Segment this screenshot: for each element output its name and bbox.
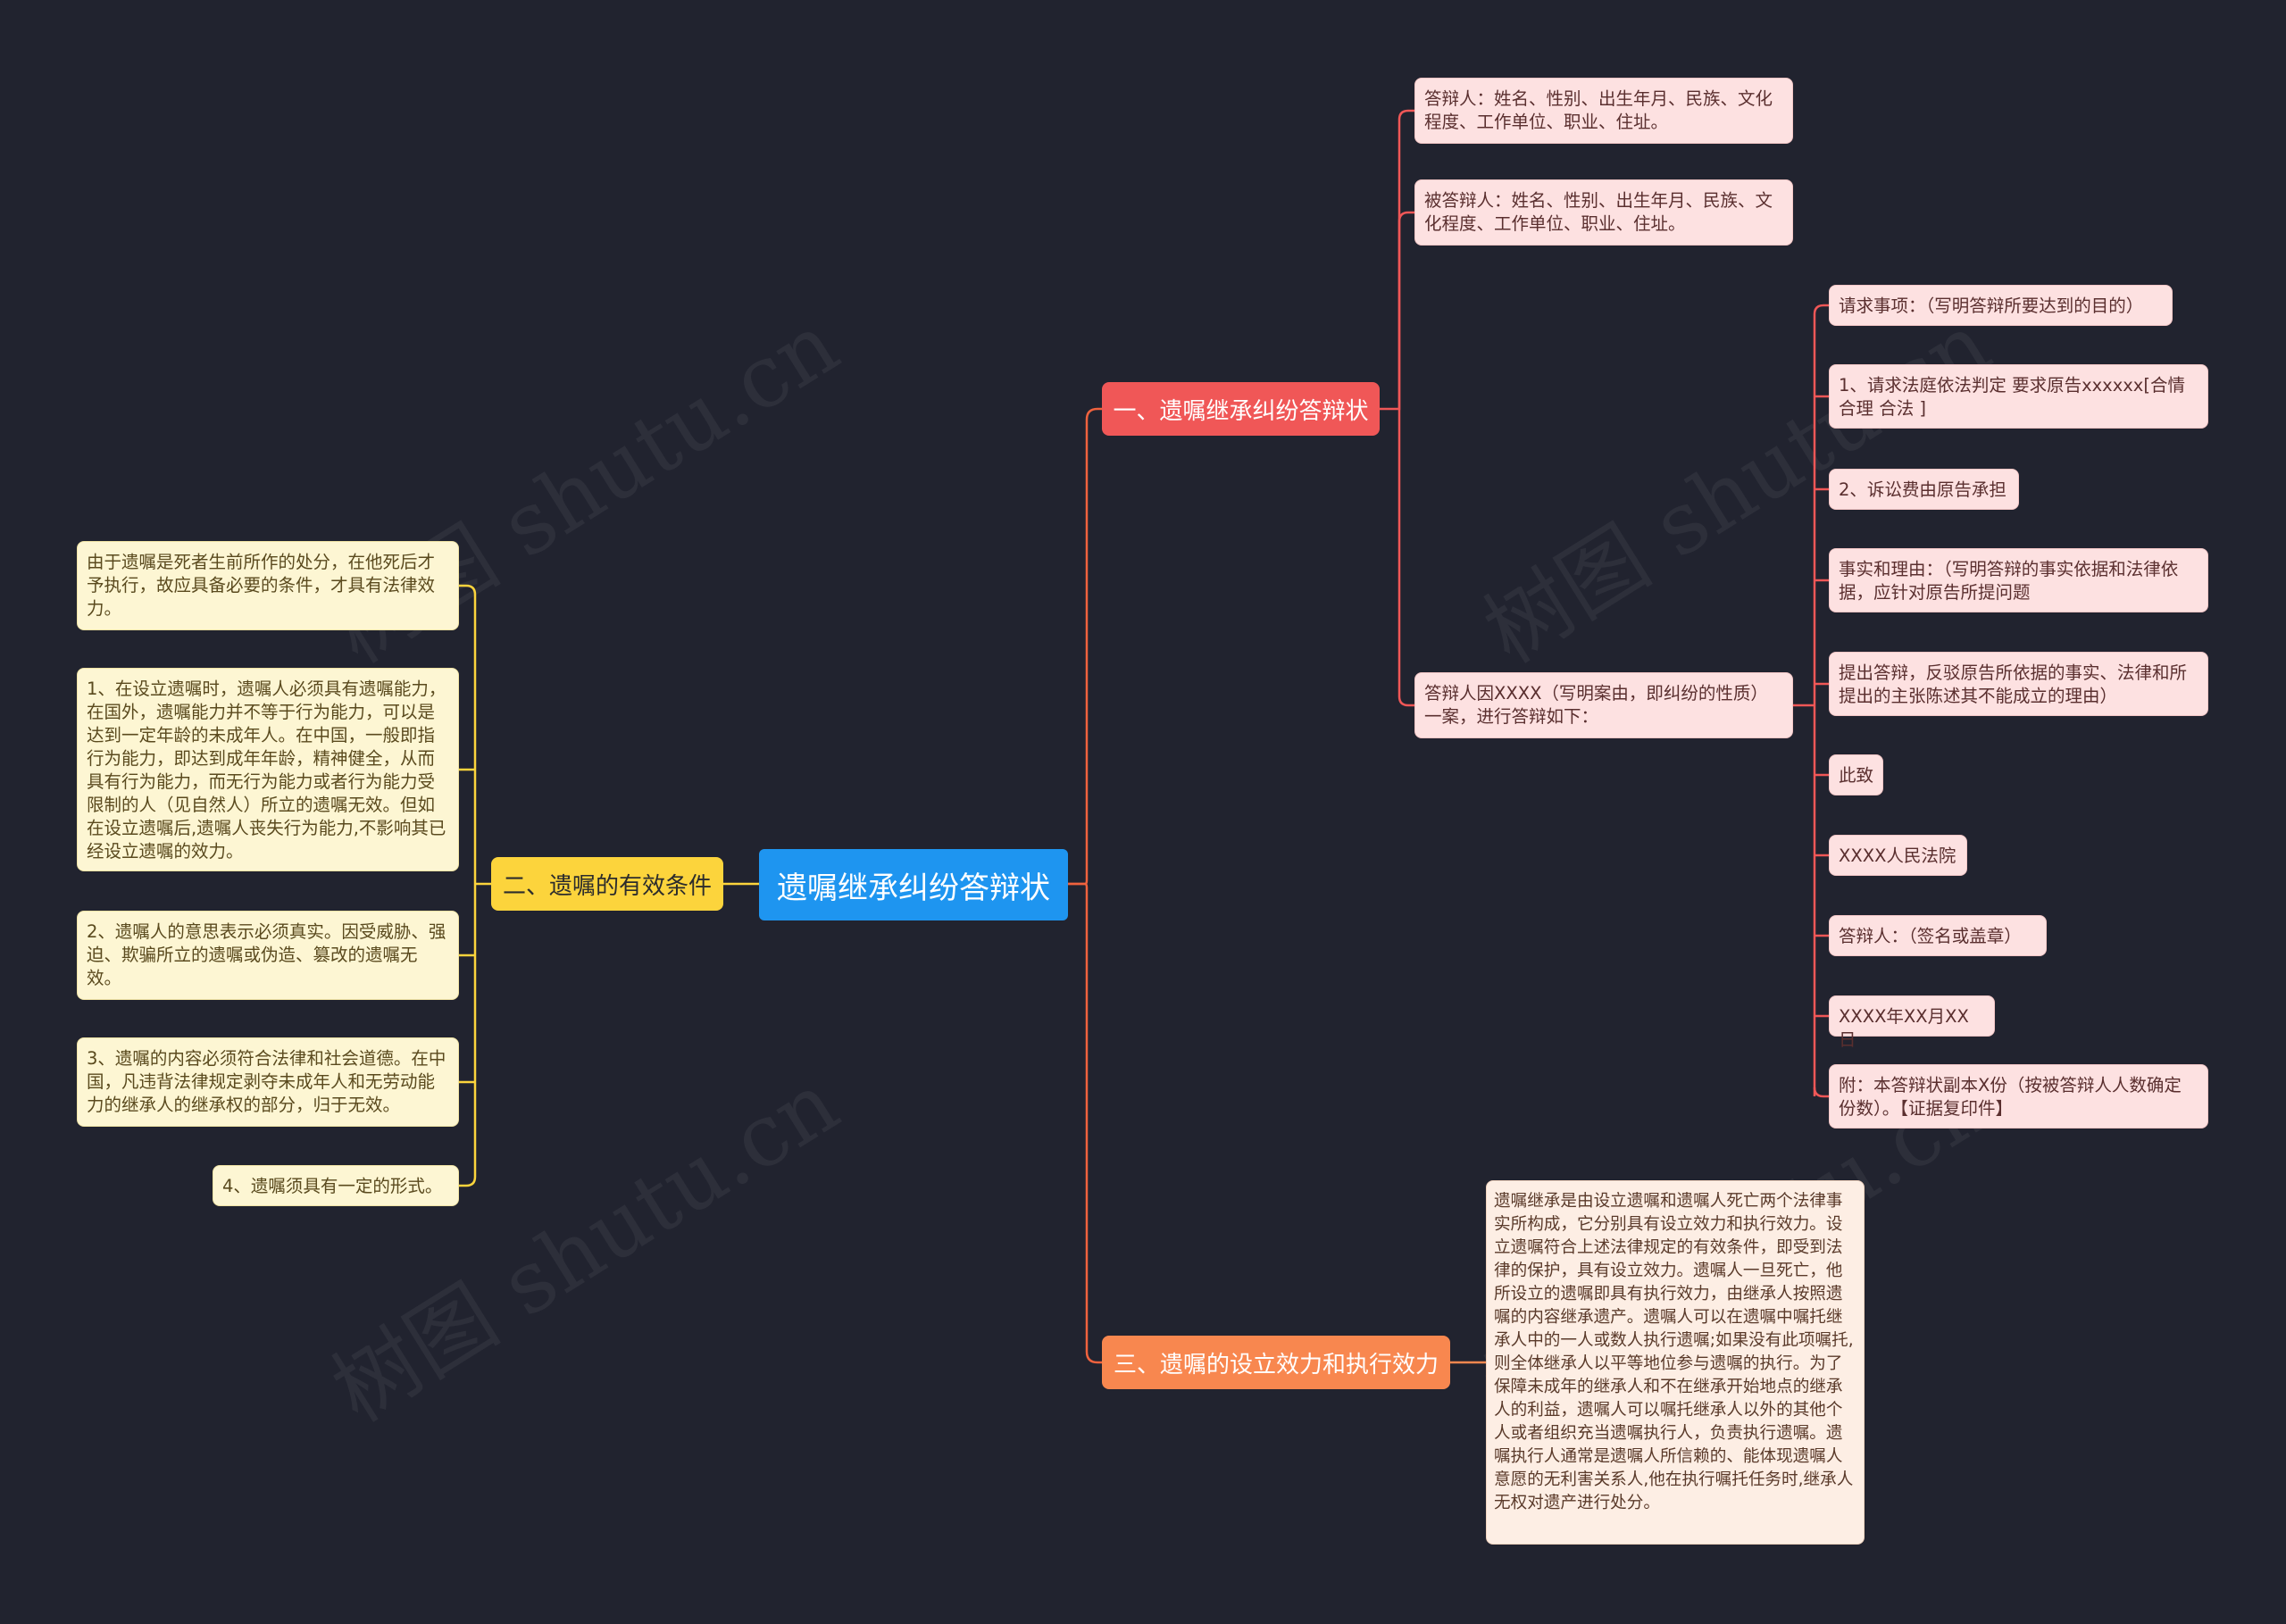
root-topic[interactable]: 遗嘱继承纠纷答辩状 — [759, 849, 1068, 920]
sub-item-2[interactable]: 1、请求法庭依法判定 要求原告xxxxxx[合情合理 合法 ] — [1829, 364, 2208, 429]
sub-item-1[interactable]: 请求事项：（写明答辩所要达到的目的） — [1829, 285, 2173, 326]
branch-1-item-3[interactable]: 答辩人因XXXX（写明案由，即纠纷的性质）一案，进行答辩如下： — [1414, 672, 1793, 738]
link-branch1-item3 — [1397, 409, 1414, 707]
sub-item-7[interactable]: XXXX人民法院 — [1829, 835, 1967, 876]
sub-item-8[interactable]: 答辩人：（签名或盖章） — [1829, 915, 2047, 956]
sub-item-3[interactable]: 2、诉讼费由原告承担 — [1829, 469, 2019, 510]
branch-2-item-4[interactable]: 3、遗嘱的内容必须符合法律和社会道德。在中国，凡违背法律规定剥夺未成年人和无劳动… — [77, 1037, 459, 1127]
branch-1-item-2[interactable]: 被答辩人：姓名、性别、出生年月、民族、文化程度、工作单位、职业、住址。 — [1414, 179, 1793, 246]
branch-2-item-5[interactable]: 4、遗嘱须具有一定的形式。 — [213, 1165, 459, 1206]
link-branch2-item5 — [459, 1176, 477, 1187]
link-root-branch1 — [1068, 407, 1102, 886]
sub-item-9[interactable]: XXXX年XX月XX日 — [1829, 995, 1995, 1050]
branch-2-item-2[interactable]: 1、在设立遗嘱时，遗嘱人必须具有遗嘱能力，在国外，遗嘱能力并不等于行为能力，可以… — [77, 668, 459, 871]
link-sub-10 — [1813, 1087, 1829, 1098]
sub-item-4[interactable]: 事实和理由：（写明答辩的事实依据和法律依据，应针对原告所提问题 — [1829, 548, 2208, 612]
branch-1-item-1[interactable]: 答辩人：姓名、性别、出生年月、民族、文化程度、工作单位、职业、住址。 — [1414, 78, 1793, 144]
branch-1-topic[interactable]: 一、遗嘱继承纠纷答辩状 — [1102, 382, 1380, 436]
branch-2-topic[interactable]: 二、遗嘱的有效条件 — [491, 857, 723, 911]
sub-item-5[interactable]: 提出答辩，反驳原告所依据的事实、法律和所提出的主张陈述其不能成立的理由） — [1829, 652, 2208, 716]
branch-3-topic[interactable]: 三、遗嘱的设立效力和执行效力 — [1102, 1336, 1450, 1389]
branch-3-item-1[interactable]: 遗嘱继承是由设立遗嘱和遗嘱人死亡两个法律事实所构成，它分别具有设立效力和执行效力… — [1486, 1180, 1865, 1545]
sub-item-6[interactable]: 此致 — [1829, 754, 1883, 795]
link-sub-1 — [1813, 304, 1829, 315]
sub-item-10[interactable]: 附：本答辩状副本X份（按被答辩人人数确定份数）。【证据复印件】 — [1829, 1064, 2208, 1128]
link-branch2-item1 — [459, 584, 477, 595]
branch-2-item-1[interactable]: 由于遗嘱是死者生前所作的处分，在他死后才予执行，故应具备必要的条件，才具有法律效… — [77, 541, 459, 630]
link-branch1-item1 — [1380, 109, 1414, 411]
branch-2-item-3[interactable]: 2、遗嘱人的意思表示必须真实。因受威胁、强迫、欺骗所立的遗嘱或伪造、篡改的遗嘱无… — [77, 911, 459, 1000]
link-branch1-item2 — [1397, 211, 1414, 409]
link-root-branch3 — [1068, 882, 1102, 1364]
